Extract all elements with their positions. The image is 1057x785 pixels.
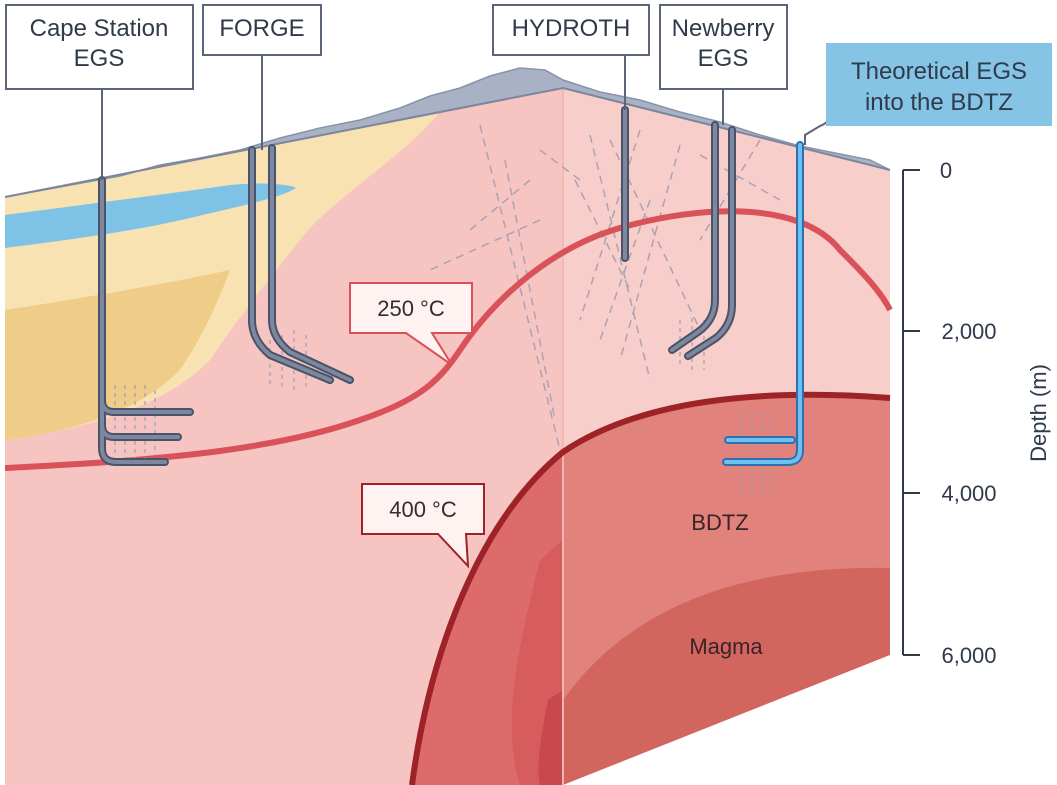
callout-400-text: 400 °C xyxy=(389,497,457,522)
label-hydroth-text: HYDROTH xyxy=(512,15,631,42)
label-theoretical-line1: Theoretical EGS xyxy=(851,58,1027,85)
depth-tick-4000: 4,000 xyxy=(941,481,996,506)
label-newberry: Newberry EGS xyxy=(659,4,788,90)
label-forge: FORGE xyxy=(202,4,322,56)
surface-mountains xyxy=(4,67,891,198)
label-theoretical-line2: into the BDTZ xyxy=(865,89,1013,116)
label-cape-line2: EGS xyxy=(74,45,125,72)
bdtz-label: BDTZ xyxy=(691,510,748,535)
label-cape-line1: Cape Station xyxy=(30,15,169,42)
label-newberry-line2: EGS xyxy=(698,45,749,72)
callout-250: 250 °C xyxy=(349,282,473,366)
isotherm-250 xyxy=(4,208,893,471)
left-block-face xyxy=(5,88,563,785)
sediment-layer-dark xyxy=(5,270,230,440)
aquifer-layer xyxy=(5,183,296,248)
label-cape-station: Cape Station EGS xyxy=(5,4,194,90)
magma-zone xyxy=(563,567,890,785)
depth-axis xyxy=(902,169,920,656)
wells xyxy=(98,106,804,466)
callout-400: 400 °C xyxy=(361,483,485,569)
callout-250-text: 250 °C xyxy=(377,296,445,321)
depth-tick-6000: 6,000 xyxy=(941,643,996,668)
label-newberry-line1: Newberry xyxy=(672,15,775,42)
depth-axis-label: Depth (m) xyxy=(1026,364,1051,462)
magma-label: Magma xyxy=(689,634,763,659)
label-forge-text: FORGE xyxy=(219,15,304,42)
label-theoretical: Theoretical EGS into the BDTZ xyxy=(826,43,1052,126)
depth-tick-2000: 2,000 xyxy=(941,319,996,344)
label-hydroth: HYDROTH xyxy=(492,4,650,56)
depth-tick-0: 0 xyxy=(940,158,952,183)
isotherm-400 xyxy=(409,391,891,785)
